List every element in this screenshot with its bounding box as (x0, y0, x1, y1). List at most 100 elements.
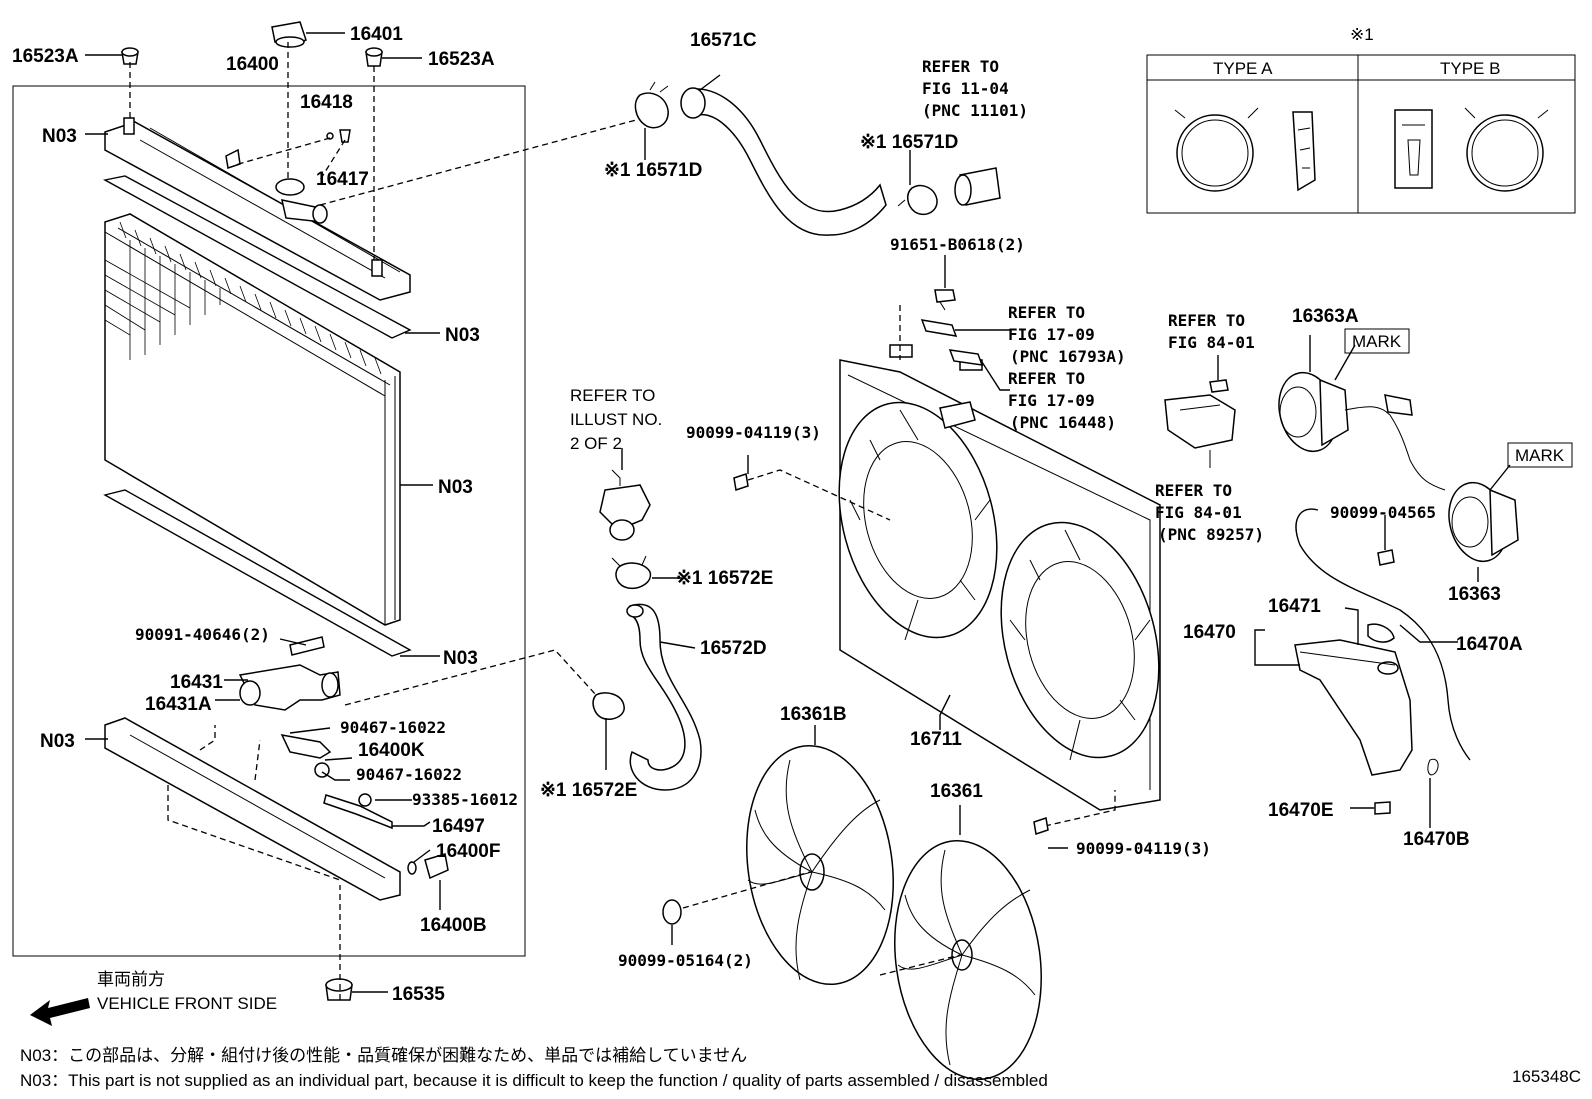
reservoir-grommet-16470E (1374, 801, 1391, 815)
mark-box-1 (1344, 328, 1410, 354)
label-16571C: 16571C (690, 30, 757, 51)
water-inlet-housing (599, 469, 651, 541)
label-16400: 16400 (226, 54, 279, 75)
radiator-mount-cushion-left (121, 47, 139, 65)
label-16431A: 16431A (145, 694, 212, 715)
label-90467-16022-a: 90467-16022 (340, 718, 446, 737)
radiator-mount-cushion-bottom (325, 978, 353, 1001)
label-93385-16012: 93385-16012 (412, 790, 518, 809)
refer-1709b-line1: REFER TO (1008, 369, 1085, 388)
radiator-upper-tank (104, 117, 411, 301)
refer-1709b-line3: (PNC 16448) (1010, 413, 1116, 432)
refer-fig11-line1: REFER TO (922, 57, 999, 76)
reservoir-cap-16471 (1367, 623, 1395, 643)
radiator-core (104, 213, 401, 626)
label-16572E-a: ※1 16572E (676, 568, 773, 589)
vehicle-front-jp: 車両前方 (97, 970, 165, 989)
refer-1709a-line1: REFER TO (1008, 303, 1085, 322)
label-16471: 16471 (1268, 596, 1321, 617)
refer-fig11-line2: FIG 11-04 (922, 79, 1009, 98)
vehicle-front-en: VEHICLE FRONT SIDE (97, 994, 277, 1013)
label-16497: 16497 (432, 816, 485, 837)
footnote-en: N03：This part is not supplied as an indi… (20, 1071, 1048, 1090)
refer-1709a-line3: (PNC 16793A) (1010, 347, 1126, 366)
vehicle-front-arrow (30, 998, 90, 1026)
label-16535: 16535 (392, 984, 445, 1005)
bolt-90099-04565 (1377, 549, 1395, 566)
fan-motor-16363A (1278, 371, 1446, 491)
clamp-type-legend: ※1 TYPE A TYPE B (1146, 25, 1576, 214)
mark-label-1: MARK (1352, 332, 1402, 351)
label-90091-40646: 90091-40646(2) (135, 625, 270, 644)
label-16571D-a: ※1 16571D (604, 160, 702, 181)
fan-shroud-leader-dashes (747, 305, 1116, 827)
fan-motor-16363 (1448, 481, 1519, 563)
label-90467-16022-b: 90467-16022 (356, 765, 462, 784)
label-16417: 16417 (316, 169, 369, 190)
label-16572E-b: ※1 16572E (540, 780, 637, 801)
mark-box-2 (1507, 442, 1573, 468)
label-90099-04119-b: 90099-04119(3) (1076, 839, 1211, 858)
bolt-91651 (934, 289, 956, 311)
shroud-seal-16448 (948, 349, 984, 366)
clip-16470B (1427, 758, 1439, 776)
fan-resistor (1164, 394, 1236, 468)
radiator-assembly-frame (12, 85, 526, 957)
hose-clamp-16571D-a (634, 81, 669, 129)
label-16523A-left: 16523A (12, 46, 79, 67)
screw-resistor (1209, 379, 1229, 393)
refer-8401a-line1: REFER TO (1168, 311, 1245, 330)
refer-illust-line2: ILLUST NO. (570, 410, 662, 429)
label-n03-1: N03 (42, 126, 77, 147)
legend-note-mark: ※1 (1350, 25, 1374, 44)
label-16431: 16431 (170, 672, 223, 693)
drain-plug-oring (326, 132, 334, 140)
label-16572D: 16572D (700, 638, 767, 659)
label-16470: 16470 (1183, 622, 1236, 643)
radiator-upper-gasket (102, 175, 412, 339)
legend-type-a: TYPE A (1213, 59, 1273, 78)
mark-label-2: MARK (1515, 446, 1565, 465)
leader-lines (85, 32, 1511, 993)
hose-clamp-16572E-a (611, 555, 652, 590)
label-16400K: 16400K (358, 740, 425, 761)
fan-16361B (746, 744, 894, 986)
label-16470E: 16470E (1268, 800, 1334, 821)
refer-1709b-line2: FIG 17-09 (1008, 391, 1095, 410)
label-n03-5: N03 (40, 731, 75, 752)
hose-clamp-16571D-b (897, 184, 938, 216)
bolt-90091 (289, 636, 325, 656)
refer-illust-line3: 2 OF 2 (570, 434, 622, 453)
engine-outlet-pipe-ref (954, 167, 1001, 206)
label-16401: 16401 (350, 24, 403, 45)
legend-type-b: TYPE B (1440, 59, 1500, 78)
part-labels: 16523A 16401 16523A 16400 16418 16417 N0… (12, 24, 1565, 1005)
label-16711: 16711 (910, 729, 962, 750)
fan-leader-dashes (682, 871, 961, 976)
fan-nut-90099-05164 (662, 899, 682, 925)
refer-illust-line1: REFER TO (570, 386, 655, 405)
label-16400B: 16400B (420, 915, 487, 936)
label-16470B: 16470B (1403, 829, 1470, 850)
label-n03-3: N03 (438, 477, 473, 498)
type-b-clamp-drawing (1394, 107, 1549, 192)
bolt-90099-04119-lower (1033, 817, 1049, 835)
refer-8401a-line2: FIG 84-01 (1168, 333, 1255, 352)
fan-16361 (894, 839, 1042, 1081)
radiator-lower-tank (104, 664, 449, 901)
label-90099-04119-a: 90099-04119(3) (686, 423, 821, 442)
label-16400F: 16400F (436, 841, 500, 862)
hose-clamp-16572E-b (592, 692, 625, 720)
fan-shroud (838, 344, 1161, 811)
footnote-jp: N03：この部品は、分解・組付け後の性能・品質確保が困難なため、単品では補給して… (20, 1046, 747, 1065)
refer-fig11-line3: (PNC 11101) (922, 101, 1028, 120)
type-a-clamp-drawing (1174, 107, 1316, 192)
upper-radiator-hose (680, 87, 887, 236)
label-16418: 16418 (300, 92, 353, 113)
label-16363: 16363 (1448, 584, 1501, 605)
radiator-lower-gasket (103, 489, 412, 657)
label-n03-2: N03 (445, 325, 480, 346)
radiator-mount-cushion-right (365, 47, 383, 67)
reservoir-hose (1295, 508, 1471, 761)
